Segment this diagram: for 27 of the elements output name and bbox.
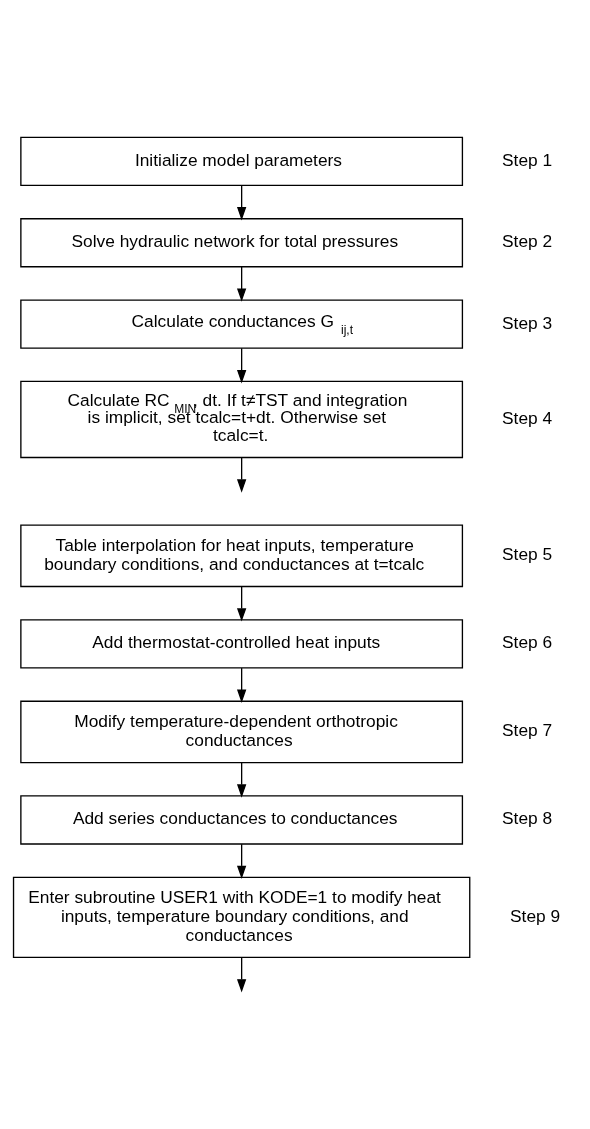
arrow xyxy=(236,585,247,622)
node-box: Enter subroutine USER1 with KODE=1 to modify heat inputs, temperature boundary conditions, and conductances xyxy=(12,876,471,958)
arrow xyxy=(236,843,247,880)
arrow xyxy=(236,266,247,302)
node-label: Step 7 xyxy=(502,720,553,741)
node-label: Step 9 xyxy=(510,905,561,926)
node-box: Calculate conductances G$_{ij,t}$ xyxy=(20,299,464,349)
arrow xyxy=(236,761,247,798)
arrow xyxy=(236,457,247,493)
node-label: Step 6 xyxy=(502,632,553,653)
node-box: Modify temperature-dependent orthotropic conductances xyxy=(20,700,464,764)
node-label: Step 4 xyxy=(502,408,553,429)
node-box: Solve hydraulic network for total pressures xyxy=(20,218,464,268)
node-label: Step 3 xyxy=(502,312,553,333)
node-box: Add thermostat-controlled heat inputs xyxy=(20,619,464,669)
node-label: Step 8 xyxy=(502,808,553,829)
node-box: Table interpolation for heat inputs, temperature boundary conditions, and conductances at t=tcalc xyxy=(20,524,464,588)
node-box: Add series conductances to conductances xyxy=(20,795,464,845)
arrow xyxy=(236,956,247,993)
arrow xyxy=(236,667,247,703)
node-box: Calculate RC$_{MIN}$, dt. If t≠TST and integration is implicit, set tcalc=t+dt. Otherwise set tcalc=t. xyxy=(20,380,464,459)
node-box: Initialize model parameters xyxy=(20,136,464,187)
node-label: Step 1 xyxy=(502,149,553,170)
arrow xyxy=(236,347,247,384)
arrow xyxy=(236,184,247,221)
node-label: Step 5 xyxy=(502,544,553,565)
node-label: Step 2 xyxy=(502,231,553,252)
